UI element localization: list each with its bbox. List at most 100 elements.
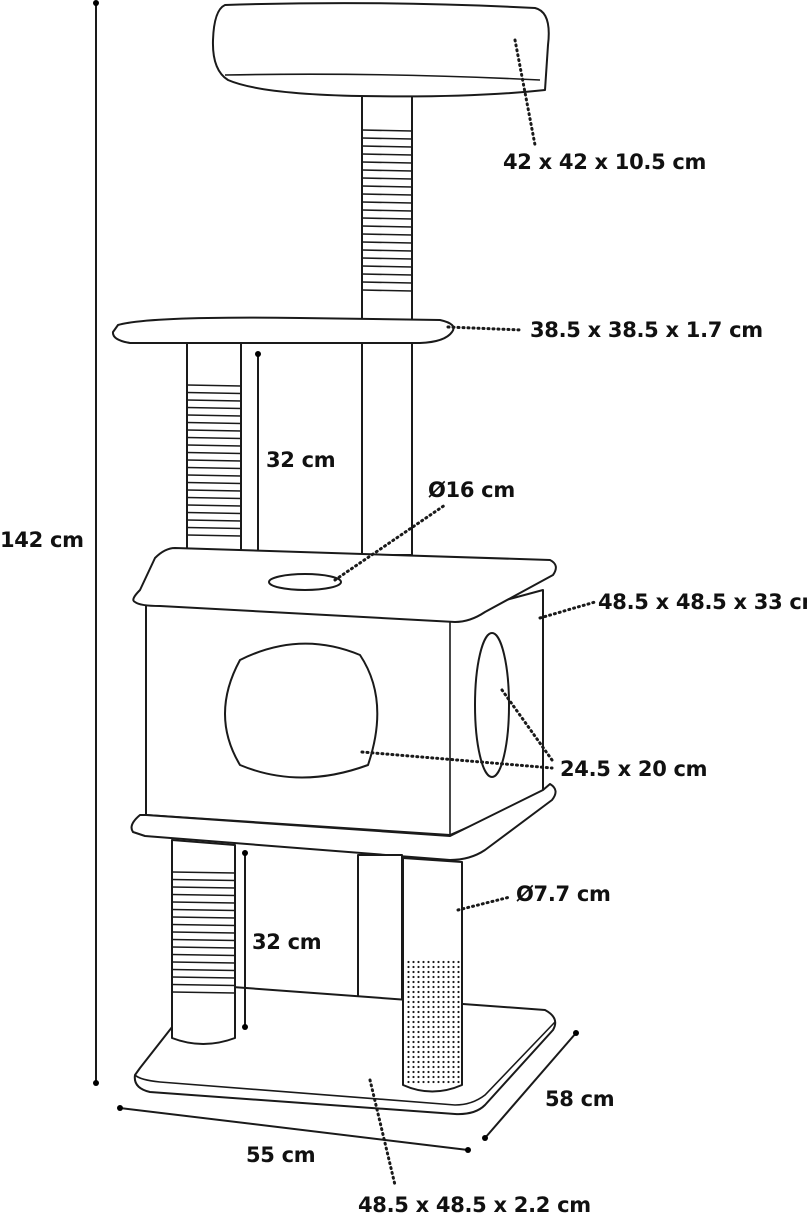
sisal-dot	[432, 970, 435, 974]
sisal-stripe	[361, 257, 413, 260]
sisal-dot	[422, 1080, 425, 1084]
sisal-dot	[432, 995, 435, 999]
sisal-dot	[417, 1005, 420, 1009]
sisal-stripe	[171, 931, 236, 934]
sisal-stripe	[186, 421, 242, 425]
sisal-dot	[422, 990, 425, 994]
sisal-stripe	[186, 519, 242, 522]
sisal-dot	[442, 1075, 445, 1079]
sisal-dot	[447, 1015, 450, 1019]
post-diameter-label: Ø7.7 cm	[516, 882, 611, 906]
sisal-dot	[432, 1040, 435, 1044]
sisal-dot	[442, 1035, 445, 1039]
sisal-dot	[437, 1025, 440, 1029]
sisal-dot	[417, 1010, 420, 1014]
sisal-stripe	[186, 451, 242, 455]
box-label: 48.5 x 48.5 x 33 cm	[598, 590, 807, 614]
sisal-dot	[407, 985, 410, 989]
sisal-stripe	[361, 161, 413, 164]
sisal-dot	[442, 985, 445, 989]
sisal-dot	[437, 990, 440, 994]
sisal-dot	[442, 1030, 445, 1034]
lower-right-sisal-post	[402, 857, 463, 1093]
sisal-dot	[457, 1050, 460, 1054]
lower-left-post	[171, 839, 236, 1045]
sisal-stripe	[361, 193, 413, 196]
sisal-dot	[442, 1060, 445, 1064]
sisal-dot	[442, 970, 445, 974]
sisal-dot	[447, 1030, 450, 1034]
sisal-dot	[452, 980, 455, 984]
sisal-dot	[432, 1075, 435, 1079]
sisal-stripe	[171, 976, 236, 979]
sisal-dot	[437, 1075, 440, 1079]
sisal-dot	[412, 1040, 415, 1044]
sisal-stripe	[186, 489, 242, 492]
sisal-dot	[422, 995, 425, 999]
sisal-dot	[452, 1045, 455, 1049]
lower-back-post	[357, 854, 403, 1018]
lower-post-height-label: 32 cm	[252, 930, 322, 954]
sisal-dot	[422, 1035, 425, 1039]
sisal-dot	[457, 965, 460, 969]
sisal-dot	[412, 1045, 415, 1049]
upper-post-dimension-line	[255, 351, 261, 568]
sisal-dot	[417, 1035, 420, 1039]
sisal-stripe	[361, 201, 413, 204]
sisal-dot	[452, 1020, 455, 1024]
sisal-dot	[437, 1050, 440, 1054]
sisal-dot	[437, 985, 440, 989]
sisal-dot	[417, 1025, 420, 1029]
sisal-dot	[452, 1060, 455, 1064]
sisal-stripe	[186, 474, 242, 477]
sisal-dot	[417, 1080, 420, 1084]
sisal-dot	[452, 1055, 455, 1059]
sisal-dot	[437, 1060, 440, 1064]
sisal-dot	[412, 1010, 415, 1014]
hole-diameter-label: Ø16 cm	[428, 478, 515, 502]
sisal-dot	[417, 1060, 420, 1064]
sisal-dot	[457, 1035, 460, 1039]
sisal-stripe	[361, 249, 413, 252]
sisal-dot	[437, 1000, 440, 1004]
sisal-stripe	[171, 878, 236, 882]
sisal-dot	[412, 1000, 415, 1004]
sisal-dot	[432, 1035, 435, 1039]
sisal-dot	[427, 1040, 430, 1044]
sisal-dot	[452, 1075, 455, 1079]
sisal-dot	[437, 995, 440, 999]
sisal-dot	[457, 995, 460, 999]
sisal-dot	[452, 1035, 455, 1039]
sisal-dot	[427, 1010, 430, 1014]
sisal-dot	[432, 960, 435, 964]
sisal-dot	[417, 995, 420, 999]
sisal-dot	[437, 975, 440, 979]
sisal-dot	[437, 1020, 440, 1024]
sisal-dot	[407, 1035, 410, 1039]
sisal-dot	[452, 1080, 455, 1084]
sisal-dot	[447, 1025, 450, 1029]
sisal-dot	[437, 1065, 440, 1069]
sisal-dot	[407, 1005, 410, 1009]
upper-scratching-post	[186, 342, 242, 577]
upper-post-height-label: 32 cm	[266, 448, 336, 472]
sisal-dot	[427, 1045, 430, 1049]
sisal-dot	[442, 975, 445, 979]
sisal-dot	[407, 990, 410, 994]
sisal-dot	[447, 1075, 450, 1079]
sisal-dot	[422, 975, 425, 979]
sisal-dot	[457, 1075, 460, 1079]
sisal-dot	[422, 965, 425, 969]
sisal-dot	[427, 1025, 430, 1029]
sisal-stripe	[186, 391, 242, 395]
sisal-dot	[452, 1000, 455, 1004]
sisal-dot	[447, 990, 450, 994]
sisal-dot	[457, 1065, 460, 1069]
sisal-dot	[442, 965, 445, 969]
sisal-dot	[427, 1060, 430, 1064]
sisal-dot	[457, 1025, 460, 1029]
sisal-dot	[432, 1030, 435, 1034]
sisal-dot	[447, 1000, 450, 1004]
sisal-dot	[422, 960, 425, 964]
sisal-dot	[437, 960, 440, 964]
